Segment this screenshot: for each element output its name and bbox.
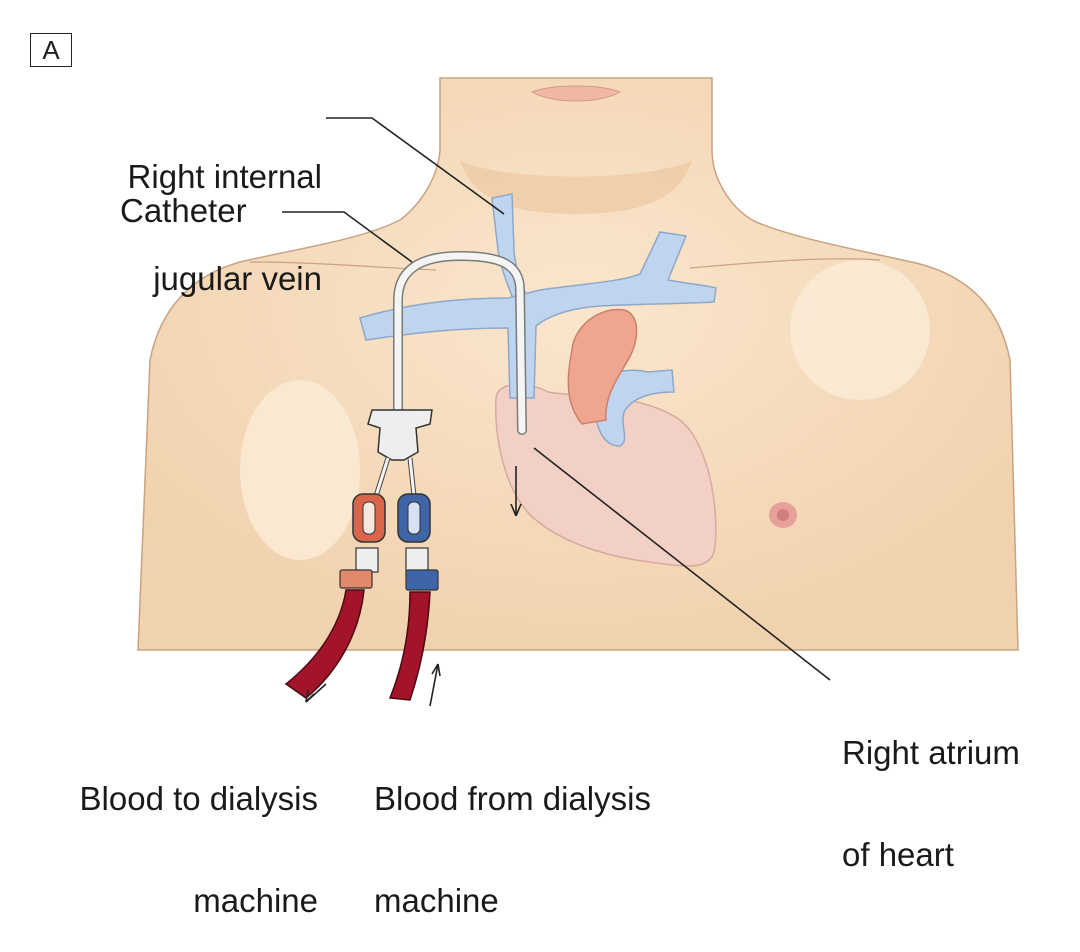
- chest-highlight-left: [240, 380, 360, 560]
- lumen-blue-line-inner: [408, 457, 416, 497]
- blue-clamp: [397, 493, 439, 591]
- flow-arrows: [305, 466, 522, 707]
- label-catheter: Catheter: [120, 192, 247, 229]
- left-brachiocephalic-vein: [359, 231, 717, 399]
- chest-highlight-right: [790, 260, 930, 400]
- collarbone-right: [689, 258, 881, 269]
- heart: [495, 383, 717, 567]
- panel-label: A: [30, 33, 72, 67]
- label-right-atrium: Right atrium of heart: [842, 668, 1020, 906]
- leader-catheter: [282, 211, 413, 263]
- label-from-machine-line1: Blood from dialysis: [374, 780, 651, 817]
- arrow-from-machine: [429, 663, 439, 707]
- lips: [530, 85, 622, 102]
- label-from-machine-line2: machine: [374, 882, 499, 919]
- label-atrium-line2: of heart: [842, 836, 954, 873]
- ascending-aorta-vein-overlap: [594, 369, 675, 447]
- neck-shadow: [460, 160, 692, 214]
- leader-atrium: [533, 447, 831, 681]
- red-clamp: [339, 493, 386, 589]
- label-jugular-line2: jugular vein: [153, 260, 322, 297]
- label-right-internal-jugular-vein: Right internal jugular vein: [60, 92, 322, 330]
- label-blood-from-dialysis-machine: Blood from dialysis machine: [374, 714, 651, 952]
- leader-jugular: [326, 117, 505, 215]
- label-atrium-line1: Right atrium: [842, 734, 1020, 771]
- aorta: [567, 308, 638, 425]
- catheter-tube-inner: [394, 252, 526, 434]
- label-to-machine-line1: Blood to dialysis: [79, 780, 318, 817]
- leader-lines: [282, 117, 831, 681]
- nipple-center: [777, 509, 789, 521]
- diagram-canvas: [137, 77, 1019, 707]
- label-jugular-line1: Right internal: [127, 158, 322, 195]
- lumen-red-line-inner: [374, 457, 390, 497]
- label-to-machine-line2: machine: [193, 882, 318, 919]
- catheter-hub: [367, 409, 433, 461]
- blood-tube-from-machine: [388, 591, 431, 701]
- label-blood-to-dialysis-machine: Blood to dialysis machine: [20, 714, 318, 952]
